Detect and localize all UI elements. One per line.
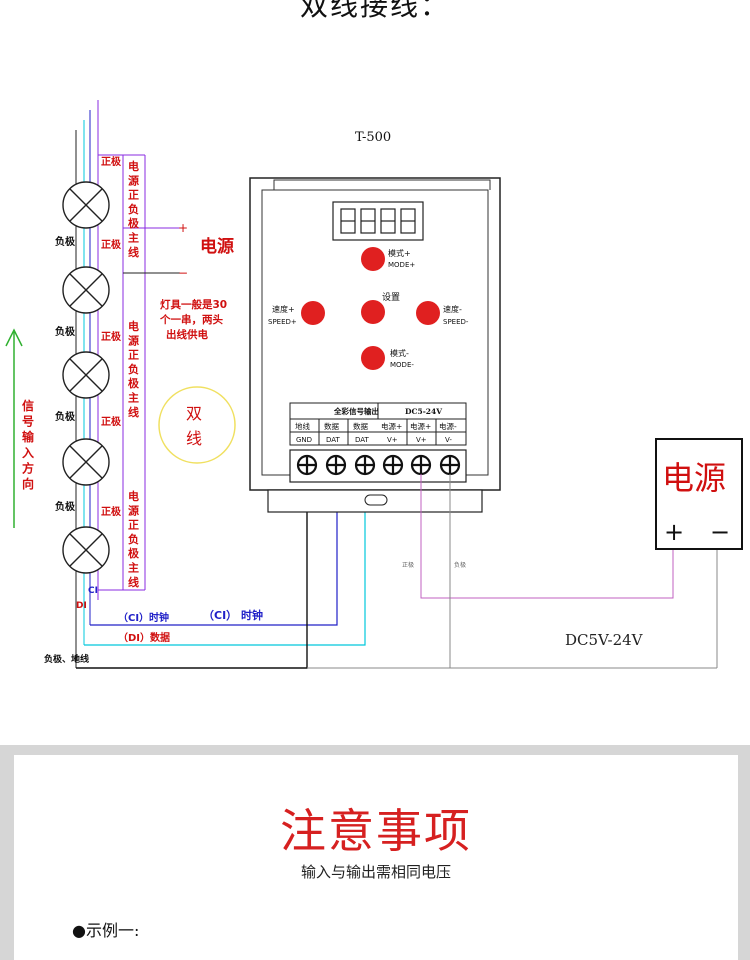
terminal-label-cn: 地线 [295, 421, 310, 431]
terminal-label-en: V+ [387, 436, 398, 444]
notice-example-label: ●示例一: [72, 921, 140, 940]
notice-panel: 注意事项 输入与输出需相同电压 ●示例一: [0, 745, 750, 960]
speed-minus-label: 速度- [443, 304, 462, 314]
voltage-label: DC5V-24V [565, 631, 644, 649]
power-trunk-label: 电源正负极主线 [128, 159, 140, 259]
power-supply-box [655, 438, 743, 550]
ground-line-label: 负极、地线 [44, 653, 89, 665]
power-trunk-label: 电源正负极主线 [128, 489, 140, 589]
setting-button[interactable] [361, 300, 385, 324]
speed-plus-label: 速度+ [272, 304, 295, 314]
positive-label: 正极 [101, 415, 122, 428]
terminal-label-en: DAT [326, 436, 341, 444]
power-label: 电源 [200, 236, 234, 257]
signal-group-label: 全彩信号输出 [333, 406, 379, 416]
minus-sign: − [178, 266, 188, 280]
mode-minus-label: MODE- [390, 361, 414, 369]
page-title: 双线接线： [299, 0, 450, 22]
ci-clock-long-label: （CI） 时钟 [203, 608, 263, 622]
negative-label: 负极 [55, 410, 76, 423]
mode-minus-button[interactable] [361, 346, 385, 370]
svg-text:出线供电: 出线供电 [166, 328, 208, 341]
data-wire [84, 470, 366, 646]
double-line-circle [158, 386, 236, 464]
speed-plus-label: SPEED+ [268, 318, 297, 326]
clock-wire [90, 470, 338, 626]
di-label: DI [76, 601, 87, 611]
lamp [62, 438, 110, 486]
svg-text:个一串，两头: 个一串，两头 [159, 313, 223, 326]
plus-sign: + [178, 221, 188, 235]
terminal-label-en: DAT [355, 436, 370, 444]
speed-minus-button[interactable] [416, 301, 440, 325]
terminal-label-cn: 电源+ [381, 421, 402, 431]
notice-subtitle: 输入与输出需相同电压 [300, 863, 451, 881]
signal-direction-label: 信号输入方向 [22, 398, 35, 491]
double-line-label: 双 [186, 404, 202, 423]
signal-arrow-head [5, 328, 23, 347]
terminal-block: 全彩信号输出 DC5-24V 地线 数据 数据 电源+ 电源+ 电源- GND … [289, 402, 467, 483]
terminal-label-cn: 电源- [439, 421, 457, 431]
power-supply-plus: + [664, 518, 684, 546]
terminal-label-en: V- [445, 436, 452, 444]
lamp [62, 351, 110, 399]
wiring-diagram: 正极 正极 正极 正极 正极 负极 负极 负极 负极 电源正负极主线 电源正负极… [5, 100, 743, 669]
terminal-label-cn: 数据 [353, 421, 368, 431]
wire-positive-label: 正极 [402, 561, 414, 569]
mode-plus-button[interactable] [361, 247, 385, 271]
terminal-label-en: V+ [416, 436, 427, 444]
speed-minus-label: SPEED- [443, 318, 469, 326]
terminal-label-cn: 电源+ [410, 421, 431, 431]
positive-label: 正极 [101, 155, 122, 168]
power-supply-label: 电源 [662, 459, 726, 497]
power-trunk-label: 电源正负极主线 [128, 319, 140, 419]
speed-plus-button[interactable] [301, 301, 325, 325]
svg-text:灯具一般是30: 灯具一般是30 [160, 298, 227, 311]
lamp-chain [62, 181, 110, 574]
notice-title: 注意事项 [280, 804, 472, 858]
screw-terminals [296, 454, 461, 476]
lamp [62, 181, 110, 229]
power-group-label: DC5-24V [405, 407, 442, 416]
lamp [62, 266, 110, 314]
wire-negative-label: 负极 [454, 561, 466, 569]
lamp [62, 526, 110, 574]
positive-label: 正极 [101, 330, 122, 343]
lamp-note: 灯具一般是30 个一串，两头 出线供电 [159, 298, 227, 341]
di-data-label: （DI）数据 [118, 631, 170, 644]
ci-clock-label: （CI）时钟 [118, 611, 169, 624]
double-line-label: 线 [186, 429, 202, 448]
terminal-label-en: GND [296, 436, 312, 444]
negative-label: 负极 [55, 500, 76, 513]
positive-label: 正极 [101, 505, 122, 518]
power-supply-minus: − [710, 518, 730, 546]
negative-label: 负极 [55, 235, 76, 248]
setting-label: 设置 [382, 292, 400, 303]
mode-minus-label: 模式- [390, 348, 409, 358]
positive-supply-wire [420, 474, 674, 599]
mode-plus-label: MODE+ [388, 261, 415, 269]
mount-slot [364, 494, 388, 506]
terminal-label-cn: 数据 [324, 421, 339, 431]
notice-card: 注意事项 输入与输出需相同电压 ●示例一: [14, 755, 738, 960]
display-digits [340, 208, 416, 234]
ci-label: CI [88, 586, 98, 596]
controller-top-lip [273, 179, 491, 190]
mode-plus-label: 模式+ [388, 248, 411, 258]
device-model: T-500 [355, 130, 391, 145]
positive-label: 正极 [101, 238, 122, 251]
negative-label: 负极 [55, 325, 76, 338]
